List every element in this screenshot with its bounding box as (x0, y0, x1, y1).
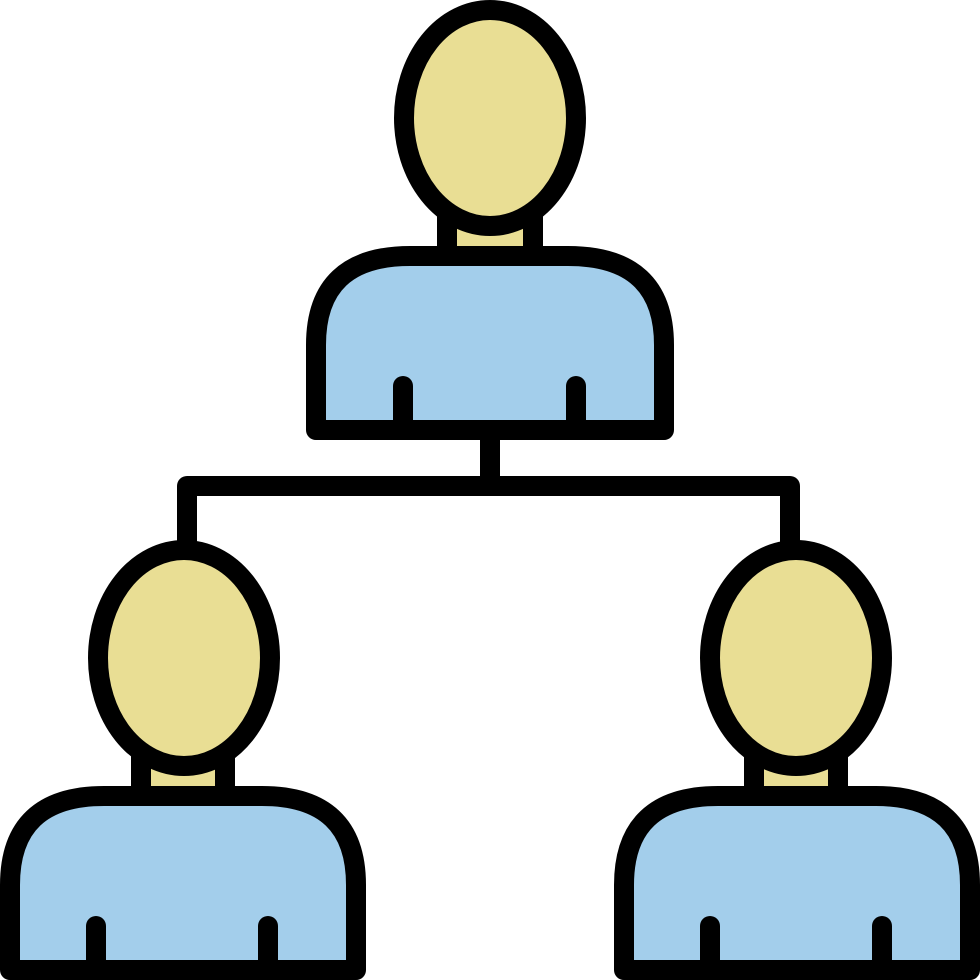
bottom-left-person-arm-lines (86, 916, 278, 974)
bottom-right-person-icon (614, 540, 980, 980)
bottom-left-person-head (88, 540, 280, 776)
top-person-head (394, 0, 586, 236)
bottom-left-person-body (0, 786, 366, 980)
bottom-right-person-body (614, 786, 980, 980)
bottom-right-person-head (700, 540, 892, 776)
top-person-body (306, 246, 674, 440)
org-connector-lines (177, 422, 800, 555)
top-person-icon (306, 0, 674, 440)
top-person-arm-lines (393, 376, 586, 434)
bottom-left-person-icon (0, 540, 366, 980)
bottom-right-person-arm-lines (700, 916, 892, 974)
